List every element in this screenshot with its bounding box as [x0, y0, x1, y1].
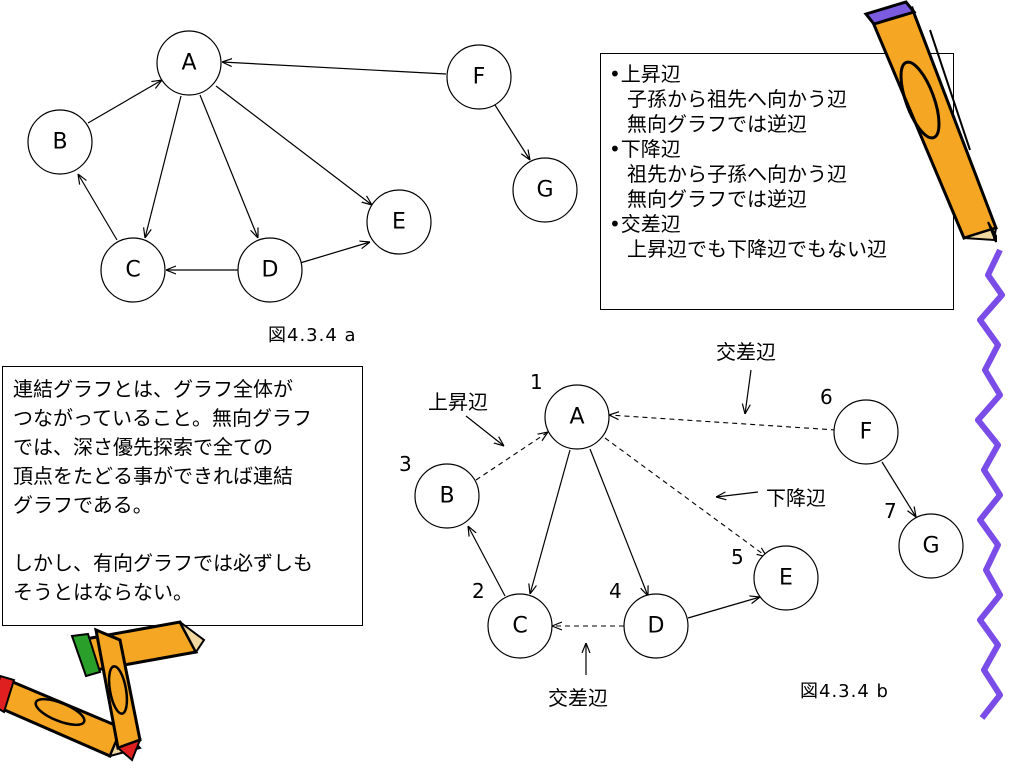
pencils-bottom-left-icon	[0, 620, 206, 762]
def-line-4: •下降辺	[609, 137, 681, 161]
exp-line-1: 連結グラフとは、グラフ全体が	[13, 377, 293, 401]
pencil-top-right-icon	[863, 0, 998, 243]
edge-b-D-E	[687, 597, 760, 619]
def-line-1: •上昇辺	[609, 62, 681, 86]
order-number-C: 2	[472, 579, 485, 603]
node-a-B	[27, 109, 93, 175]
node-b-G-label: G	[922, 534, 939, 559]
def-line-5: 祖先から子孫へ向かう辺	[627, 162, 847, 186]
edge-b-A-C	[530, 449, 571, 594]
label-back-edge: 上昇辺	[428, 390, 488, 414]
node-a-C-label: C	[125, 258, 140, 283]
definitions-box: •上昇辺 子孫から祖先へ向かう辺 無向グラフでは逆辺 •下降辺 祖先から子孫へ向…	[600, 53, 954, 310]
node-a-F	[446, 44, 512, 110]
node-b-A	[544, 384, 610, 450]
node-b-B	[414, 463, 480, 529]
order-number-A: 1	[530, 370, 543, 394]
def-line-3: 無向グラフでは逆辺	[627, 112, 807, 136]
node-a-E-label: E	[392, 210, 406, 235]
exp-line-4: 頂点をたどる事ができれば連結	[13, 464, 293, 488]
edge-a-D-E	[299, 242, 370, 264]
node-b-F-label: F	[860, 420, 873, 445]
edge-b-F-G	[881, 461, 916, 517]
def-line-2: 子孫から祖先へ向かう辺	[627, 87, 847, 111]
edge-b-A-D	[589, 448, 648, 596]
exp-line-8: そうとはならない。	[13, 580, 193, 604]
explanation-box: 連結グラフとは、グラフ全体が つながっていること。無向グラフ では、深さ優先探索…	[2, 366, 363, 626]
edge-b-C-B	[468, 526, 506, 597]
node-b-B-label: B	[439, 484, 454, 509]
node-a-G-label: G	[536, 178, 553, 203]
node-b-C	[487, 593, 553, 659]
node-b-G	[898, 513, 964, 579]
edge-a-C-B	[78, 174, 118, 241]
node-b-A-label: A	[569, 405, 584, 430]
node-a-D-label: D	[262, 258, 279, 283]
pointer-cross-edge-top	[745, 369, 752, 414]
node-a-A-label: A	[181, 51, 196, 76]
label-cross-edge-top: 交差辺	[716, 340, 776, 364]
node-b-D-label: D	[648, 614, 665, 639]
order-number-E: 5	[731, 545, 744, 569]
order-number-G: 7	[884, 499, 897, 523]
node-a-B-label: B	[52, 130, 67, 155]
node-a-A	[156, 30, 222, 96]
def-line-7: •交差辺	[609, 212, 681, 236]
edge-b-F-A-cross	[609, 415, 837, 431]
figure-b-caption: 図4.3.4 b	[800, 681, 889, 702]
pointer-back-edge	[465, 415, 504, 446]
label-forward-edge: 下降辺	[766, 486, 826, 510]
edge-a-F-A	[222, 62, 447, 75]
exp-line-2: つながっていること。無向グラフ	[13, 406, 312, 430]
node-a-G	[512, 157, 578, 223]
edge-a-F-G	[494, 104, 530, 160]
pointer-forward-edge	[716, 492, 759, 497]
squiggle-decoration	[975, 248, 1005, 720]
order-number-B: 3	[399, 452, 412, 476]
edge-a-A-D	[199, 94, 258, 238]
node-b-C-label: C	[512, 614, 527, 639]
node-b-F	[833, 399, 899, 465]
order-number-D: 4	[609, 579, 622, 603]
edge-b-B-A-back	[475, 432, 548, 481]
edge-a-A-E	[215, 85, 372, 205]
exp-line-5: グラフである。	[13, 493, 153, 517]
edge-b-A-E-forward	[604, 437, 767, 557]
figure-a-caption: 図4.3.4 a	[268, 325, 357, 346]
node-b-D	[623, 593, 689, 659]
exp-line-7: しかし、有向グラフでは必ずしも	[13, 551, 313, 575]
def-line-8: 上昇辺でも下降辺でもない辺	[627, 237, 887, 261]
def-line-6: 無向グラフでは逆辺	[627, 187, 807, 211]
edge-a-B-A	[87, 80, 162, 124]
exp-line-3: では、深さ優先探索で全ての	[13, 435, 273, 459]
edge-a-A-C	[145, 95, 182, 238]
node-b-E	[753, 545, 819, 611]
node-a-C	[100, 237, 166, 303]
node-a-D	[237, 237, 303, 303]
node-b-E-label: E	[779, 566, 793, 591]
node-a-E	[366, 189, 432, 255]
label-cross-edge-bottom: 交差辺	[548, 686, 608, 710]
order-number-F: 6	[820, 385, 833, 409]
node-a-F-label: F	[473, 65, 486, 90]
